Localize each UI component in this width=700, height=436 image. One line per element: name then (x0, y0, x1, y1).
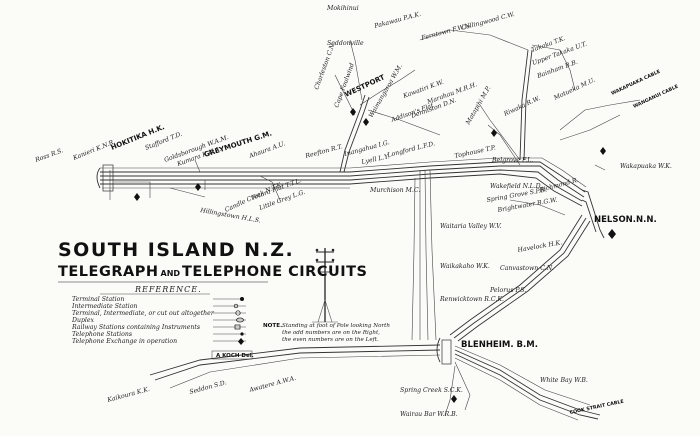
westport-branch (334, 39, 441, 173)
station-cape-foulwind: Cape Foulwind (333, 62, 356, 108)
legend-telephone-exchange: Telephone Exchange in operation (72, 338, 177, 345)
note-line-2: the odd numbers are on the Right, (282, 330, 380, 336)
station-awatere: Awatere A.W.A. (248, 375, 297, 394)
station-waimangaroa: Waimangaroa W.M. (368, 63, 404, 119)
cable-cook-strait: COOK STRAIT CABLE (569, 399, 624, 416)
hokitika-terminal (96, 164, 151, 201)
legend-terminal-cutout: Terminal, Intermediate, or cut out altog… (72, 310, 215, 317)
cable-wakapuaka: WAKAPUAKA CABLE (610, 69, 661, 97)
station-motueka: Motueka M.U. (552, 77, 596, 103)
station-mokihinui: Mokihinui (326, 5, 359, 12)
station-richmond: Richmond R. (538, 177, 580, 194)
station-renwicktown: Renwicktown R.C.K. (439, 296, 504, 303)
legend-railway-stations: Railway Stations containing Instruments (71, 324, 200, 331)
station-reefton: Reefton R.T. (304, 143, 344, 160)
note-line-3: the even numbers are on the Left. (282, 337, 379, 343)
station-murchison: Murchison M.C. (369, 187, 420, 194)
hub-nelson: NELSON.N.N. (594, 215, 657, 225)
station-kaikoura: Kaikoura K.K. (106, 386, 151, 404)
legend-telephone-stations: Telephone Stations (72, 331, 132, 338)
draughtsman-signature: A KOCH Del. (216, 353, 254, 359)
nelson-blenheim-trunk (411, 169, 591, 342)
station-white-bay: White Bay W.B. (540, 377, 588, 384)
station-charleston: Charleston C.N. (313, 41, 337, 90)
station-canvastown: Canvastown C.N. (500, 265, 554, 272)
legend-terminal-station: Terminal Station (72, 296, 124, 303)
station-pelorus: Pelorus P.S. (489, 287, 526, 294)
telegraph-pole-illustration (312, 248, 338, 323)
station-tophouse: Tophouse T.P. (454, 144, 497, 160)
station-kanieri: Kanieri K.N.R. (71, 138, 116, 162)
nelson-network (419, 29, 641, 239)
station-lyell: Lyell L.Y. (360, 153, 390, 166)
cable-wanganui: WANGANUI CABLE (632, 84, 679, 110)
blenheim-network (149, 337, 601, 421)
station-havelock: Havelock H.K. (516, 239, 563, 254)
station-seddon: Seddon S.D. (189, 379, 228, 396)
station-ross: Ross R.S. (33, 147, 64, 164)
note-line-1: Standing at foot of Pole looking North (282, 323, 390, 329)
legend-intermediate-station: Intermediate Station (71, 303, 137, 310)
hub-blenheim: BLENHEIM. B.M. (461, 340, 538, 350)
station-spring-creek: Spring Creek S.C.K. (400, 387, 463, 394)
station-waitaria-valley: Waitaria Valley W.V. (440, 223, 502, 230)
greymouth-links (169, 159, 281, 201)
station-pakawau: Pakawau P.A.K. (373, 11, 422, 30)
station-wairau-bar: Wairau Bar W.R.B. (400, 411, 458, 418)
station-longford: Longford L.F.D. (386, 140, 436, 159)
note-label: NOTE. (263, 323, 282, 329)
station-waikakaho: Waikakaho W.K. (440, 263, 490, 270)
station-wakefield: Wakefield N.L.D. (490, 183, 542, 190)
station-belgrove: Belgrove F.L. (491, 157, 533, 164)
west-coast-trunk (100, 157, 587, 207)
station-seddonville: Seddonville (327, 40, 364, 47)
station-wakapuaka: Wakapuaka W.K. (620, 163, 672, 170)
map-title: SOUTH ISLAND N.Z. (58, 239, 294, 261)
legend-symbols (213, 297, 246, 345)
reference-heading: REFERENCE. (134, 285, 202, 294)
legend-duplex: Duplex (71, 317, 95, 324)
